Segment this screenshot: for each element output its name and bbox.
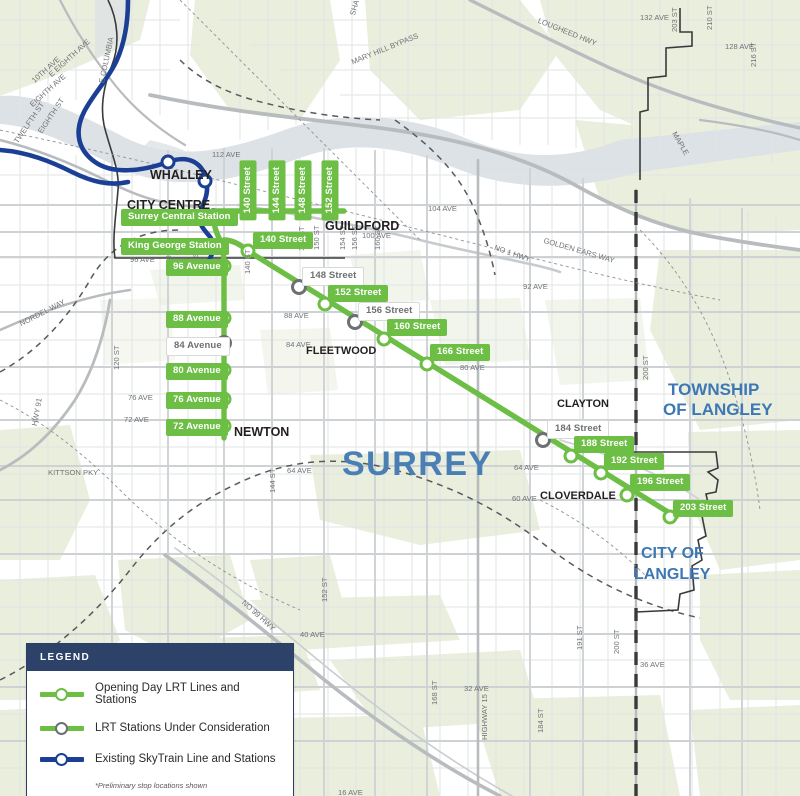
station-label-pill[interactable]: 192 Street xyxy=(604,453,665,470)
place-label: OF LANGLEY xyxy=(663,400,773,419)
street-label: 40 AVE xyxy=(300,630,325,639)
railway-lines xyxy=(0,0,761,611)
street-label: 80 AVE xyxy=(460,363,485,372)
station-label-pill[interactable]: 76 Avenue xyxy=(166,392,228,409)
station-label-pill[interactable]: 203 Street xyxy=(673,500,734,517)
station-label-pill[interactable]: 80 Avenue xyxy=(166,363,228,380)
street-label: 60 AVE xyxy=(512,494,537,503)
street-label: HIGHWAY 15 xyxy=(480,694,489,740)
lrt-under-consideration-icon xyxy=(40,719,84,737)
skytrain-icon xyxy=(40,750,84,768)
station-label-pill[interactable]: 152 Street xyxy=(322,160,339,221)
station-label-pill[interactable]: King George Station xyxy=(121,238,229,255)
street-label: 16 AVE xyxy=(338,788,363,796)
legend-item-label: LRT Stations Under Consideration xyxy=(95,722,270,734)
street-label: 92 AVE xyxy=(523,282,548,291)
legend-footnote: *Preliminary stop locations shown xyxy=(95,781,208,790)
station-label-pill[interactable]: 148 Street xyxy=(302,267,365,286)
street-label: 120 ST xyxy=(112,345,121,370)
legend-body: Opening Day LRT Lines and Stations LRT S… xyxy=(27,671,293,796)
street-label: 132 AVE xyxy=(640,13,669,22)
municipal-boundaries xyxy=(0,59,701,681)
street-label: 128 AVE xyxy=(725,42,754,51)
station-label-pill[interactable]: 148 Street xyxy=(295,160,312,221)
station-label-pill[interactable]: 72 Avenue xyxy=(166,419,228,436)
street-label: 76 AVE xyxy=(128,393,153,402)
lrt-opening-day-icon xyxy=(40,685,84,703)
street-label: 200 ST xyxy=(612,629,621,654)
station-label-pill[interactable]: 140 Street xyxy=(240,160,257,221)
street-label: 152 ST xyxy=(320,577,329,602)
street-label: 84 AVE xyxy=(286,340,311,349)
legend-item-label: Opening Day LRT Lines and Stations xyxy=(95,682,240,706)
street-label: 191 ST xyxy=(575,625,584,650)
street-label: 140 ST xyxy=(243,249,252,274)
station-label-pill[interactable]: 196 Street xyxy=(630,474,691,491)
street-label: 96 AVE xyxy=(130,255,155,264)
legend-panel: LEGEND Opening Day LRT Lines and Station… xyxy=(26,643,294,796)
street-label: 100 AVE xyxy=(362,231,391,240)
station-label-pill[interactable]: 152 Street xyxy=(328,285,389,302)
street-label: 200 ST xyxy=(641,355,650,380)
legend-item-opening-day: Opening Day LRT Lines and Stations xyxy=(40,682,280,706)
legend-item-label: Existing SkyTrain Line and Stations xyxy=(95,753,276,765)
station-label-pill[interactable]: 96 Avenue xyxy=(166,259,228,276)
station-label-pill[interactable]: 88 Avenue xyxy=(166,311,228,328)
place-label: FLEETWOOD xyxy=(306,345,377,357)
street-label: 203 ST xyxy=(670,7,679,32)
street-label: 184 ST xyxy=(536,708,545,733)
station-label-pill[interactable]: 144 Street xyxy=(269,160,286,221)
station-label-pill[interactable]: 188 Street xyxy=(574,436,635,453)
station-label-pill[interactable]: 140 Street xyxy=(253,232,314,249)
street-label: 64 AVE xyxy=(514,463,539,472)
station-label-pill[interactable]: 160 Street xyxy=(387,319,448,336)
place-label: CLAYTON xyxy=(557,398,609,410)
station-label-pill[interactable]: 156 Street xyxy=(358,302,421,321)
place-label: TOWNSHIP xyxy=(668,380,760,399)
place-label: WHALLEY xyxy=(150,168,212,182)
street-label: KITTSON PKY xyxy=(48,468,99,477)
street-label: 112 AVE xyxy=(212,150,241,159)
street-label: 150 ST xyxy=(312,225,321,250)
station-label-pill[interactable]: Surrey Central Station xyxy=(121,209,238,226)
legend-header: LEGEND xyxy=(27,644,293,671)
street-label: 168 ST xyxy=(430,680,439,705)
legend-item-skytrain: Existing SkyTrain Line and Stations xyxy=(40,750,280,768)
street-label: 64 AVE xyxy=(287,466,312,475)
street-label: 32 AVE xyxy=(464,684,489,693)
street-label: 144 ST xyxy=(268,468,277,493)
station-label-pill[interactable]: 166 Street xyxy=(430,344,491,361)
street-label: 88 AVE xyxy=(284,311,309,320)
legend-item-under-consideration: LRT Stations Under Consideration xyxy=(40,719,280,737)
place-label: NEWTON xyxy=(234,425,290,439)
street-label: 72 AVE xyxy=(124,415,149,424)
place-label: CLOVERDALE xyxy=(540,490,616,502)
place-label: SURREY xyxy=(342,445,493,483)
street-label: 216 ST xyxy=(749,42,758,67)
station-label-pill[interactable]: 84 Avenue xyxy=(166,337,230,356)
place-label: GUILDFORD xyxy=(325,219,400,233)
street-label: 210 ST xyxy=(705,5,714,30)
place-label: CITY OF xyxy=(641,545,704,562)
place-label: LANGLEY xyxy=(634,566,711,583)
street-label: 36 AVE xyxy=(640,660,665,669)
place-label: CITY CENTRE xyxy=(127,198,211,212)
street-label: 104 AVE xyxy=(428,204,457,213)
